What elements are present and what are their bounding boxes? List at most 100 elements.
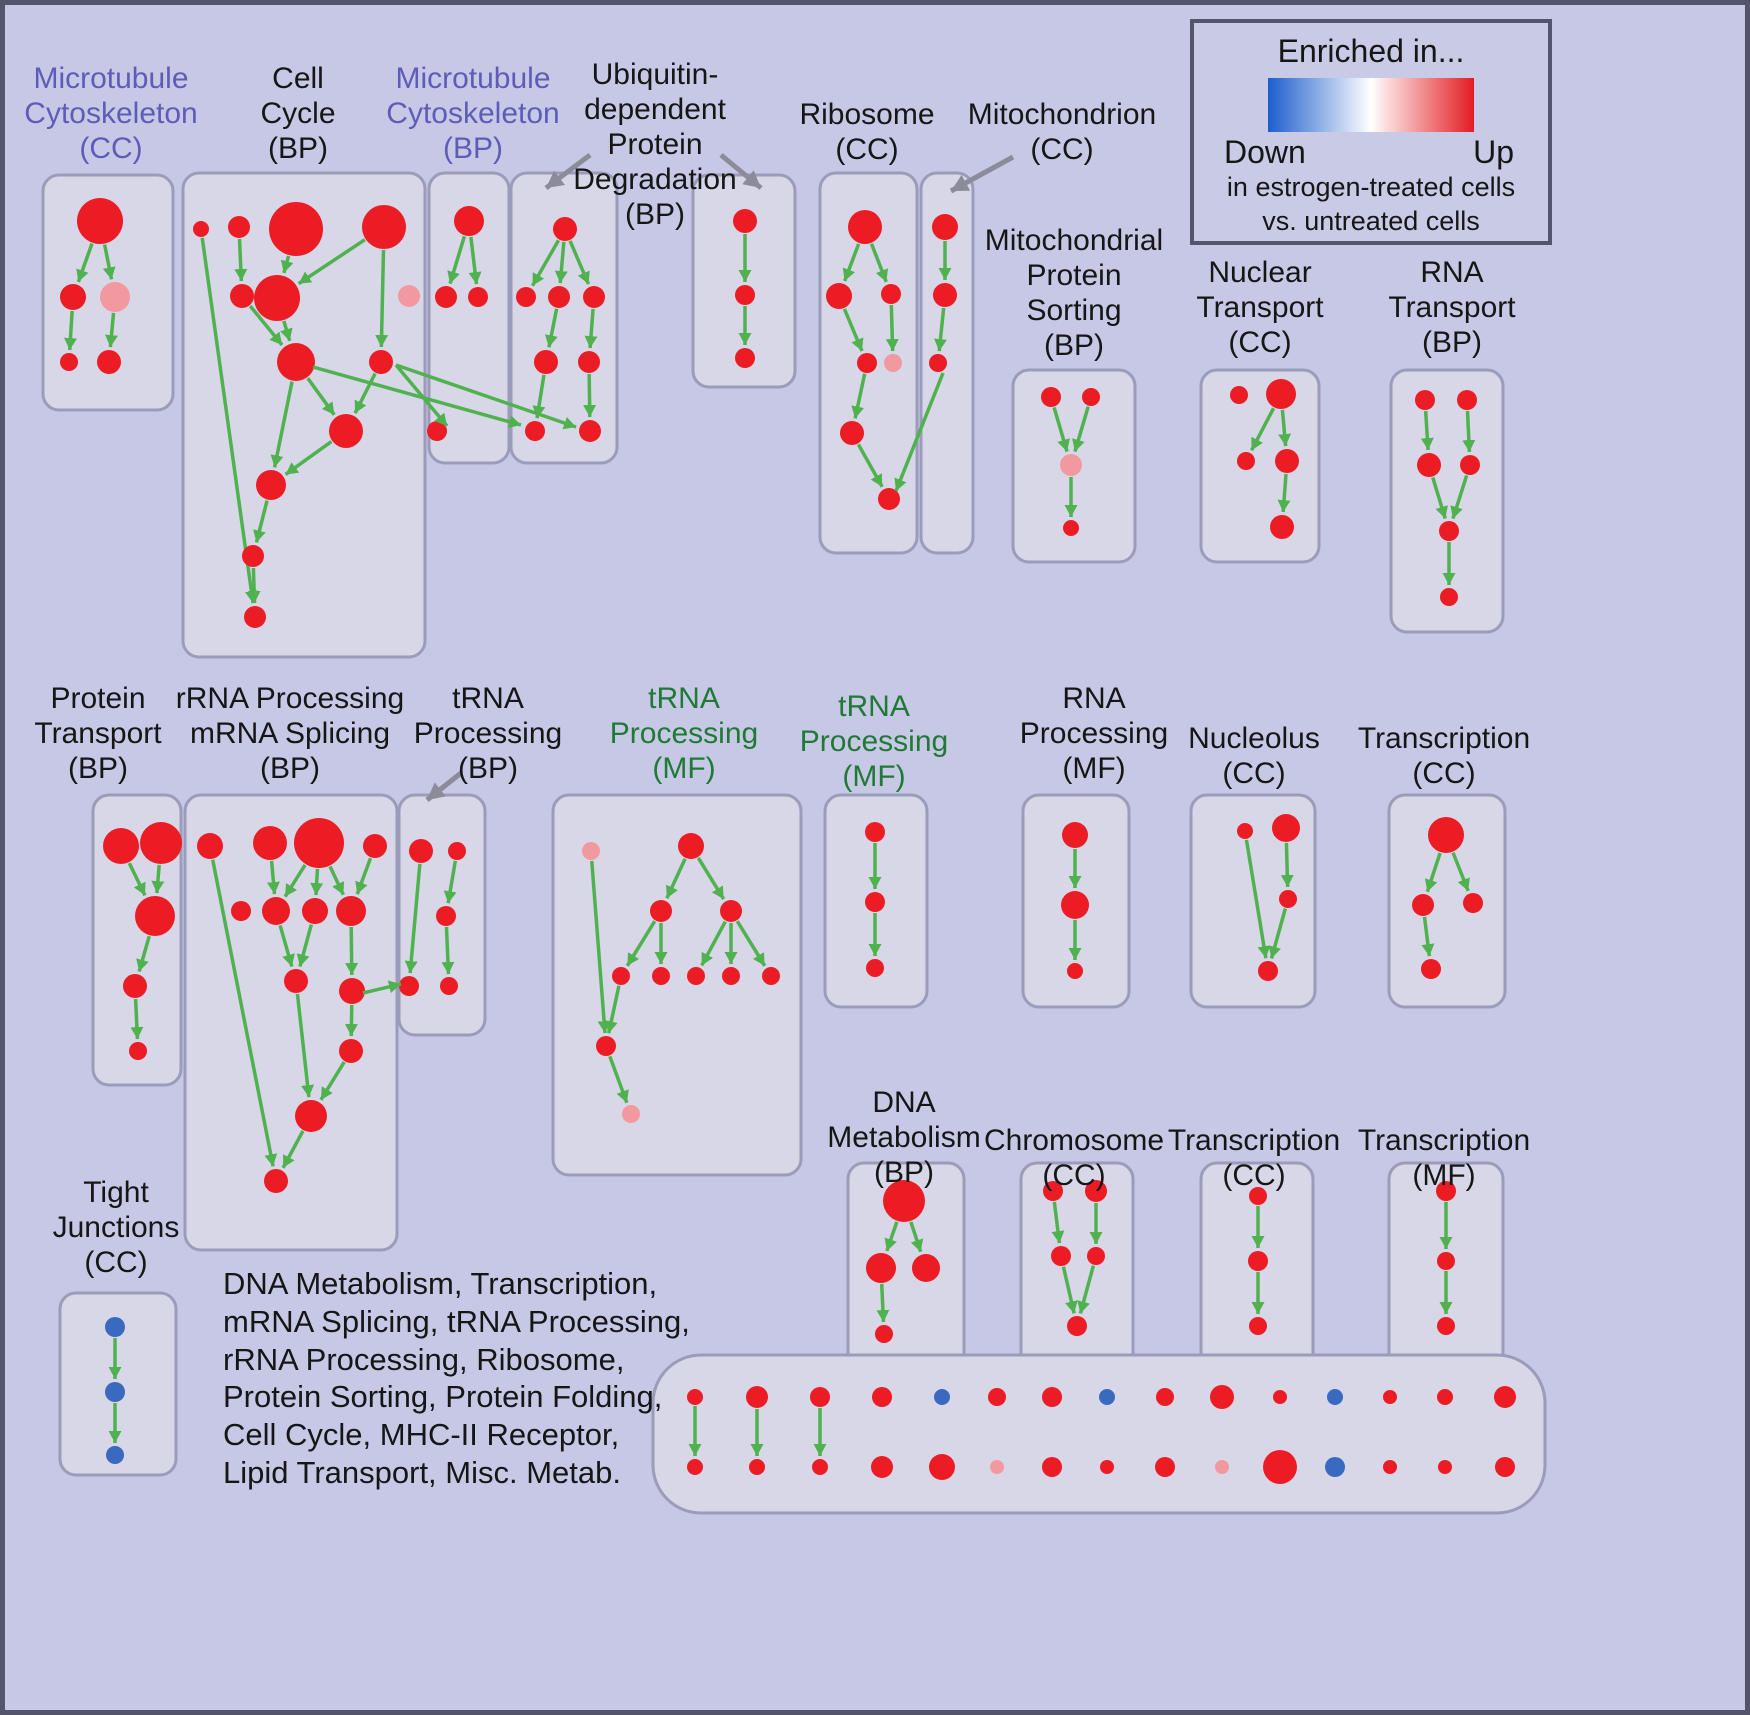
go-term-node xyxy=(1063,520,1079,536)
go-term-node xyxy=(1237,452,1255,470)
go-edge xyxy=(851,373,867,419)
go-edge xyxy=(151,864,165,894)
go-term-node xyxy=(1067,1316,1087,1336)
go-term-node xyxy=(1275,449,1299,473)
go-term-node xyxy=(1273,1390,1287,1404)
cluster-misc-cluster xyxy=(651,1353,1547,1515)
go-cross-edge xyxy=(312,365,522,429)
cluster-transcription-cc-2 xyxy=(1199,1161,1315,1371)
cluster-label-rna-processing-mf: RNA Processing (MF) xyxy=(1019,682,1169,786)
go-term-node xyxy=(884,354,902,372)
go-term-node xyxy=(369,350,393,374)
go-term-node xyxy=(363,834,387,858)
go-edge xyxy=(1278,409,1292,447)
go-edge xyxy=(76,243,94,283)
go-term-node xyxy=(409,839,433,863)
go-edge xyxy=(604,985,621,1034)
go-edge xyxy=(404,863,422,974)
go-term-node xyxy=(762,967,780,985)
cluster-cell-cycle-bp xyxy=(181,171,427,659)
go-edge xyxy=(544,308,559,348)
legend-subtitle-2: vs. untreated cells xyxy=(1262,205,1480,236)
go-term-node xyxy=(427,421,447,441)
go-term-node xyxy=(1248,1251,1268,1271)
go-term-node xyxy=(1215,1460,1229,1474)
go-term-node xyxy=(231,901,251,921)
cluster-trna-processing-mf-2 xyxy=(823,793,929,1009)
go-edge xyxy=(842,308,864,352)
go-edge xyxy=(884,1221,899,1252)
go-edge xyxy=(590,860,611,1034)
go-term-node xyxy=(875,1325,893,1343)
cluster-label-transcription-cc-1: Transcription (CC) xyxy=(1357,722,1531,791)
cluster-label-trna-processing-mf-1: tRNA Processing (MF) xyxy=(609,682,759,786)
go-edge xyxy=(584,308,598,349)
cluster-chromosome-cc xyxy=(1019,1161,1135,1371)
go-term-node xyxy=(1437,1252,1455,1270)
go-edge xyxy=(136,935,151,973)
go-edge xyxy=(1450,474,1469,520)
go-term-node xyxy=(1042,1457,1062,1477)
go-term-node xyxy=(329,414,363,448)
go-edge xyxy=(1052,407,1070,453)
go-term-node xyxy=(1495,1457,1515,1477)
go-edge xyxy=(1421,916,1435,957)
cluster-tight-junctions-cc xyxy=(58,1291,178,1477)
cluster-box-rrna-processing-mrna-splicing-bp xyxy=(183,793,399,1252)
go-term-node xyxy=(1383,1460,1397,1474)
go-term-node xyxy=(1383,1390,1397,1404)
go-term-node xyxy=(872,1387,892,1407)
go-edge xyxy=(842,243,861,282)
go-edge xyxy=(375,249,389,348)
cluster-label-ubiquitin-degradation-bp: Ubiquitin- dependent Protein Degradation… xyxy=(573,58,737,232)
go-term-node xyxy=(687,1389,703,1405)
cluster-box-nucleolus-cc xyxy=(1189,793,1317,1009)
go-edge xyxy=(1277,473,1291,513)
cluster-box-trna-processing-mf-1 xyxy=(551,793,803,1177)
go-term-node xyxy=(123,974,147,998)
go-term-node xyxy=(678,833,704,859)
go-term-node xyxy=(1437,1317,1455,1335)
go-term-node xyxy=(1060,454,1082,476)
go-term-node xyxy=(262,897,290,925)
cluster-label-protein-transport-bp: Protein Transport (BP) xyxy=(34,682,162,786)
go-term-node xyxy=(582,842,600,860)
cluster-rna-transport-bp xyxy=(1389,368,1505,634)
go-edge xyxy=(328,865,345,896)
misc-cluster-term-list: DNA Metabolism, Transcription, mRNA Spli… xyxy=(223,1266,690,1491)
go-edge xyxy=(105,312,118,348)
go-term-node xyxy=(1061,891,1089,919)
go-term-node xyxy=(140,822,182,864)
go-edge xyxy=(295,993,315,1098)
go-term-node xyxy=(1067,963,1083,979)
go-term-node xyxy=(1210,1385,1234,1409)
go-term-node xyxy=(448,842,466,860)
go-edge xyxy=(625,920,657,967)
go-term-node xyxy=(230,284,254,308)
cluster-label-transcription-mf: Transcription (MF) xyxy=(1357,1124,1531,1193)
cluster-label-dna-metabolism-bp: DNA Metabolism (BP) xyxy=(827,1086,981,1190)
go-term-node xyxy=(100,282,130,312)
go-edge xyxy=(909,1221,924,1253)
go-term-node xyxy=(929,1454,955,1480)
go-term-node xyxy=(1463,893,1483,913)
go-edge xyxy=(306,377,336,416)
go-term-node xyxy=(650,900,672,922)
go-term-node xyxy=(596,1036,616,1056)
go-edge xyxy=(253,500,269,543)
go-term-node xyxy=(60,284,86,310)
go-edge xyxy=(735,920,767,967)
go-term-node xyxy=(720,900,742,922)
go-term-node xyxy=(933,283,957,307)
go-term-node xyxy=(77,198,123,244)
go-term-node xyxy=(883,1180,925,1222)
go-term-node xyxy=(735,285,755,305)
go-edge xyxy=(1451,852,1470,892)
cluster-box-microtubule-cytoskeleton-bp xyxy=(427,171,511,465)
go-term-node xyxy=(990,1460,1004,1474)
go-term-node xyxy=(336,896,366,926)
go-term-node xyxy=(746,1386,768,1408)
legend-title: Enriched in... xyxy=(1277,33,1465,69)
go-term-node xyxy=(812,1459,828,1475)
cluster-nucleolus-cc xyxy=(1189,793,1317,1009)
